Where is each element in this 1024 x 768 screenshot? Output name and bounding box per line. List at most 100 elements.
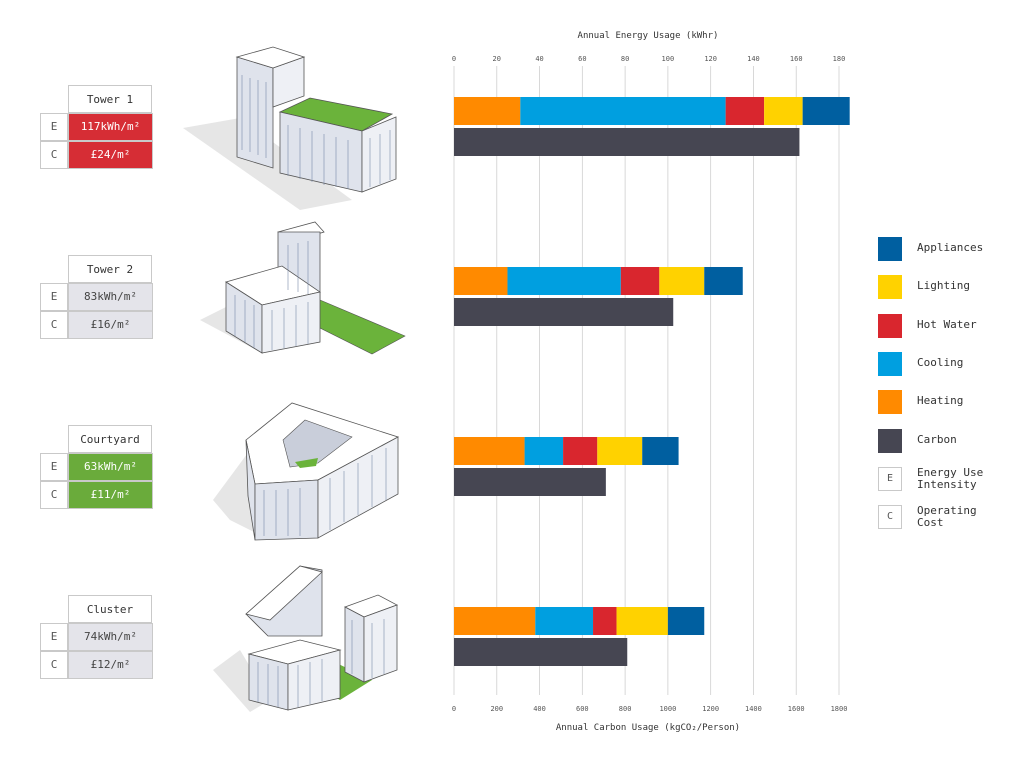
top-tick-label: 20 [493,55,501,63]
cost-row: C£24/m² [40,141,153,169]
energy-bar-appliances [704,267,743,295]
cost-value: £16/m² [68,311,153,339]
cost-code: C [40,651,68,679]
energy-bar-cooling [507,267,621,295]
energy-bar-lighting [616,607,668,635]
eui-code: E [40,453,68,481]
bottom-tick-label: 1000 [659,705,676,713]
cost-row: C£12/m² [40,651,153,679]
top-axis-ticks: 0 20 40 60 80 100 120 140 160 180 [452,55,845,63]
legend-code-box: C [878,505,902,529]
legend-swatch [878,313,902,338]
carbon-bar [454,638,628,666]
top-tick-label: 180 [833,55,846,63]
legend-label: Lighting [917,279,970,293]
energy-bar-heating [454,97,521,125]
top-tick-label: 0 [452,55,456,63]
legend-swatch [878,428,902,453]
chart-bars [454,97,850,666]
carbon-bar [454,298,674,326]
energy-bar-cooling [535,607,594,635]
legend-item-cost: C Operating Cost [878,505,1018,531]
legend-item-cooling: Cooling [878,351,1018,378]
legend-item-hot-water: Hot Water [878,313,1018,340]
eui-value: 83kWh/m² [68,283,153,311]
bottom-tick-label: 400 [533,705,546,713]
cost-value: £11/m² [68,481,153,509]
energy-bar-appliances [802,97,850,125]
energy-bar-hot-water [725,97,765,125]
energy-bar-heating [454,437,525,465]
eui-code: E [40,623,68,651]
bottom-axis-title: Annual Carbon Usage (kgCO₂/Person) [555,723,741,733]
legend-item-lighting: Lighting [878,275,1018,301]
cluster-building-icon [213,565,398,712]
cost-value: £12/m² [68,651,153,679]
carbon-bar [454,128,800,156]
building-name: Tower 1 [68,85,152,113]
top-tick-label: 140 [747,55,760,63]
legend-label: Appliances [917,241,984,254]
top-axis-title: Annual Energy Usage (kWhr) [577,31,719,41]
bottom-tick-label: 600 [576,705,589,713]
energy-bar-lighting [659,267,705,295]
top-tick-label: 40 [535,55,543,63]
building-icons [183,46,406,712]
eui-code: E [40,283,68,311]
energy-bar-hot-water [563,437,598,465]
top-tick-label: 160 [790,55,803,63]
legend-label: Hot Water [917,317,977,331]
eui-value: 74kWh/m² [68,623,153,651]
legend-item-carbon: Carbon [878,428,1018,455]
energy-bar-heating [454,607,536,635]
cost-row: C£11/m² [40,481,153,509]
bottom-tick-label: 1200 [702,705,719,713]
bottom-tick-label: 0 [452,705,456,713]
energy-bar-lighting [764,97,803,125]
legend-label: Heating [917,394,964,408]
top-tick-label: 60 [578,55,586,63]
eui-value: 63kWh/m² [68,453,153,481]
cost-value: £24/m² [68,141,153,169]
legend-swatch [878,275,902,300]
bottom-tick-label: 1400 [745,705,762,713]
energy-bar-cooling [520,97,726,125]
energy-bar-appliances [667,607,705,635]
top-tick-label: 120 [704,55,717,63]
top-tick-label: 80 [621,55,629,63]
legend-item-heating: Heating [878,390,1018,416]
cost-row: C£16/m² [40,311,153,339]
tower-2-building-icon [200,221,406,355]
bottom-tick-label: 1800 [831,705,848,713]
legend-swatch [878,390,902,415]
building-name: Courtyard [68,425,152,453]
eui-code: E [40,113,68,141]
building-name: Tower 2 [68,255,152,283]
energy-bar-hot-water [593,607,617,635]
legend-label: Operating Cost [917,504,977,529]
energy-bar-cooling [524,437,564,465]
building-name: Cluster [68,595,152,623]
legend-item-appliances: Appliances [878,237,1018,263]
cost-code: C [40,481,68,509]
legend-label: Carbon [917,432,957,446]
bottom-tick-label: 1600 [788,705,805,713]
legend-swatch [878,237,902,261]
legend-code-box: E [878,467,902,491]
energy-bar-hot-water [620,267,660,295]
top-tick-label: 100 [662,55,675,63]
courtyard-building-icon [213,402,400,541]
carbon-bar [454,468,606,496]
energy-bar-lighting [597,437,643,465]
eui-value: 117kWh/m² [68,113,153,141]
tower-1-building-icon [183,46,397,210]
